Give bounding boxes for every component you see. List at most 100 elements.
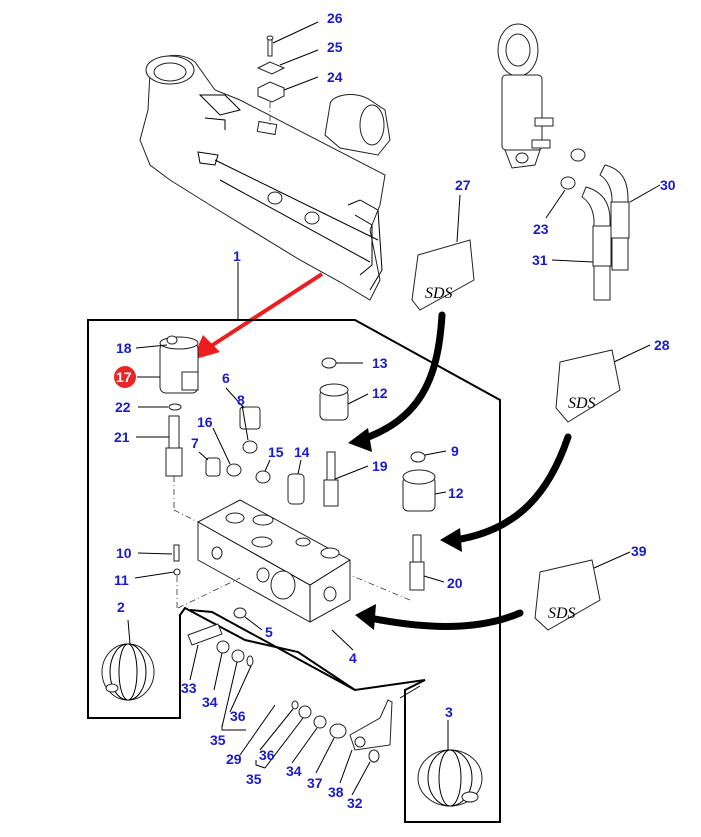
part-9-washer[interactable] (410, 451, 426, 463)
part-10-screw[interactable] (173, 544, 180, 562)
part-37-nut[interactable] (329, 723, 347, 739)
part-12a-coil[interactable] (319, 383, 349, 421)
label-3[interactable]: 3 (445, 704, 453, 720)
label-6[interactable]: 6 (222, 370, 230, 386)
part-30-hose[interactable] (599, 164, 630, 271)
arrow-kit27 (356, 311, 446, 444)
label-38[interactable]: 38 (328, 784, 344, 800)
label-39[interactable]: 39 (631, 543, 647, 559)
label-19[interactable]: 19 (372, 458, 388, 474)
label-7[interactable]: 7 (191, 435, 199, 451)
part-20-cartridge[interactable] (409, 534, 425, 591)
label-30[interactable]: 30 (660, 177, 676, 193)
part-32-oring[interactable] (368, 749, 380, 763)
label-22[interactable]: 22 (115, 399, 131, 415)
svg-text:17: 17 (116, 369, 132, 385)
arrow-kit28-head (440, 528, 462, 552)
label-31[interactable]: 31 (532, 252, 548, 268)
part-36b-oring[interactable] (291, 700, 299, 710)
part-22-oring[interactable] (168, 403, 182, 411)
label-12a[interactable]: 12 (372, 385, 388, 401)
part-7-plug[interactable] (205, 457, 221, 477)
label-32[interactable]: 32 (347, 795, 363, 811)
part-2-accumulator[interactable] (101, 643, 155, 701)
arrow-kit39 (366, 609, 524, 630)
part-39-kit[interactable]: SDS (534, 559, 601, 631)
part-33-tee[interactable] (187, 623, 223, 646)
label-29[interactable]: 29 (226, 751, 242, 767)
leader-lines (127, 21, 661, 796)
label-17-highlighted[interactable]: 17 (114, 366, 136, 388)
label-34a[interactable]: 34 (202, 694, 218, 710)
frame-lower-segment (189, 609, 356, 691)
label-14[interactable]: 14 (294, 444, 310, 460)
part-3-accumulator[interactable] (417, 749, 483, 807)
part-11-oring[interactable] (173, 568, 181, 576)
part-23-fitting[interactable] (560, 148, 586, 190)
part-35b-adapter[interactable] (298, 705, 312, 719)
axle-housing[interactable] (139, 54, 391, 301)
red-pointer-arrow (206, 272, 324, 350)
svg-text:SDS: SDS (568, 395, 596, 412)
label-5[interactable]: 5 (265, 624, 273, 640)
part-14-fitting[interactable] (287, 473, 305, 505)
label-36a[interactable]: 36 (230, 708, 246, 724)
part-16-nut[interactable] (226, 463, 242, 477)
label-10[interactable]: 10 (116, 545, 132, 561)
part-38-bracket[interactable] (349, 699, 393, 751)
label-18[interactable]: 18 (116, 340, 132, 356)
label-26[interactable]: 26 (327, 10, 343, 26)
svg-text:SDS: SDS (425, 285, 453, 302)
part-29-pipe[interactable] (254, 660, 292, 705)
label-13[interactable]: 13 (372, 355, 388, 371)
label-2[interactable]: 2 (117, 599, 125, 615)
part-24-clamp[interactable] (257, 81, 285, 103)
label-27[interactable]: 27 (455, 177, 471, 193)
label-20[interactable]: 20 (447, 575, 463, 591)
label-21[interactable]: 21 (114, 429, 130, 445)
label-11[interactable]: 11 (114, 572, 129, 588)
part-31-hose[interactable] (581, 186, 612, 301)
arrow-kit28 (451, 433, 572, 544)
arrow-kit27-head (348, 428, 372, 452)
part-18-cap[interactable] (166, 335, 178, 345)
part-4-valve-block[interactable] (197, 499, 351, 623)
arrow-kit39-head (355, 604, 376, 630)
part-5-plug[interactable] (233, 607, 247, 619)
part-21-cartridge[interactable] (165, 415, 183, 477)
part-25-plate[interactable] (256, 61, 286, 75)
label-4[interactable]: 4 (349, 650, 357, 666)
label-35b[interactable]: 35 (246, 771, 262, 787)
part-13-washer[interactable] (321, 357, 337, 369)
part-26-bolt[interactable] (266, 35, 274, 57)
label-35a[interactable]: 35 (210, 732, 226, 748)
part-27-kit[interactable]: SDS (411, 239, 475, 311)
part-35a-adapter[interactable] (231, 649, 245, 663)
svg-text:SDS: SDS (548, 605, 576, 622)
red-pointer-arrowhead (192, 335, 220, 360)
part-28-kit[interactable]: SDS (555, 349, 621, 423)
label-33[interactable]: 33 (181, 680, 197, 696)
label-16[interactable]: 16 (197, 414, 213, 430)
label-12b[interactable]: 12 (448, 485, 464, 501)
hydraulic-cylinder[interactable] (497, 23, 554, 169)
label-15[interactable]: 15 (268, 444, 284, 460)
part-34b-nut[interactable] (313, 715, 327, 729)
label-37[interactable]: 37 (307, 775, 323, 791)
label-36b[interactable]: 36 (259, 747, 275, 763)
label-8[interactable]: 8 (237, 392, 245, 408)
part-12b-coil[interactable] (402, 469, 436, 512)
part-19-cartridge[interactable] (323, 451, 339, 507)
label-23[interactable]: 23 (533, 221, 549, 237)
label-25[interactable]: 25 (327, 39, 343, 55)
part-8-nut[interactable] (242, 440, 258, 454)
label-24[interactable]: 24 (327, 69, 343, 85)
label-28[interactable]: 28 (654, 337, 670, 353)
label-9[interactable]: 9 (451, 443, 459, 459)
part-15-nut[interactable] (255, 470, 271, 484)
part-34a-nut[interactable] (216, 640, 230, 654)
label-34b[interactable]: 34 (286, 763, 302, 779)
label-1[interactable]: 1 (233, 248, 241, 264)
part-36a-oring[interactable] (246, 655, 254, 667)
